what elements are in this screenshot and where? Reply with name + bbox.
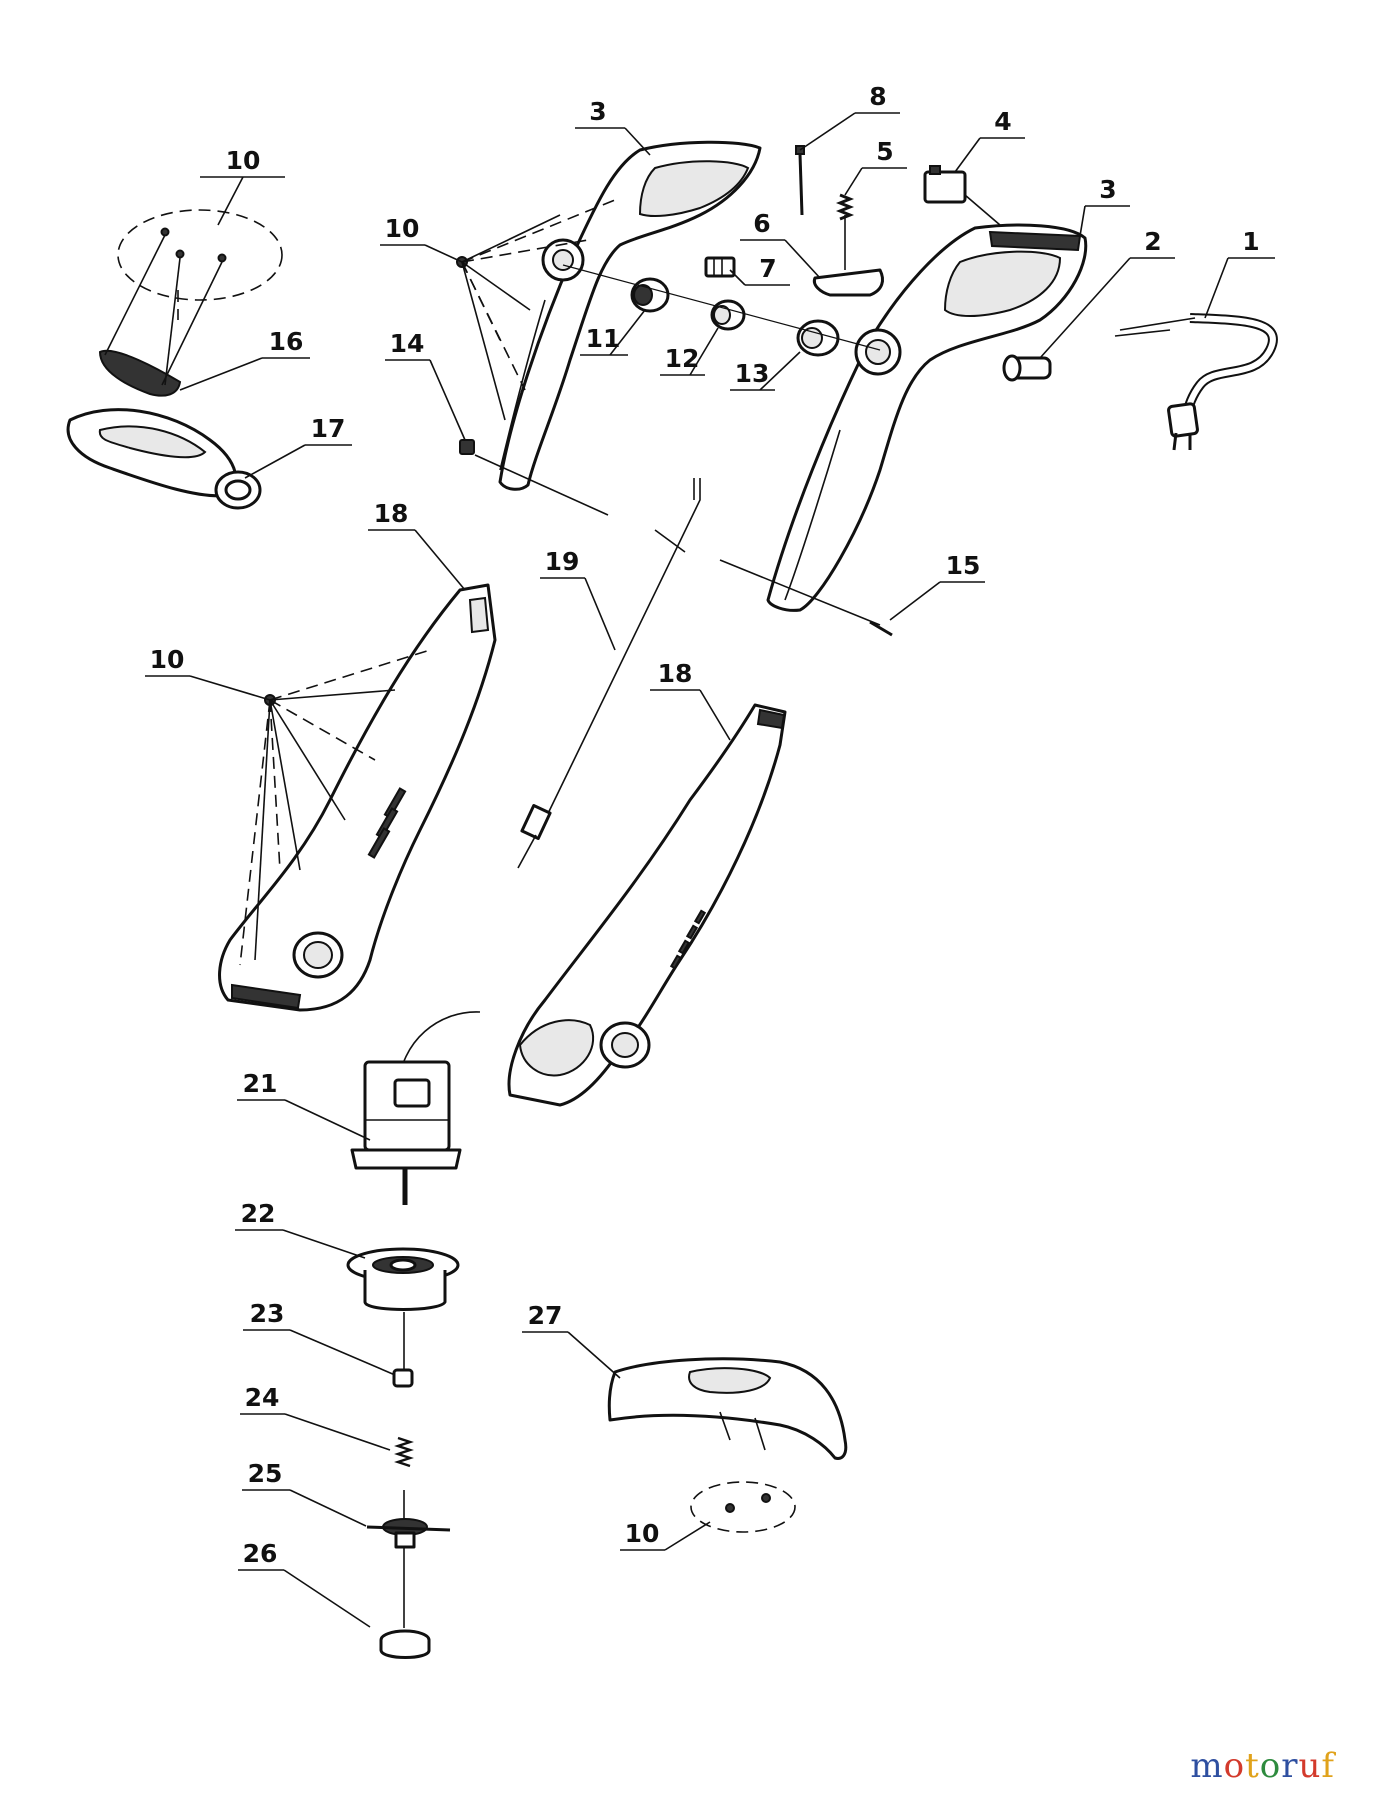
- spool-spring-part: [394, 1436, 414, 1468]
- spool-cover-part: [379, 1547, 431, 1659]
- callout-11: 11: [586, 324, 621, 353]
- spring-part: [835, 193, 855, 270]
- callout-10-aux: 10: [226, 146, 261, 175]
- callout-21: 21: [243, 1069, 278, 1098]
- fan-part: [346, 1247, 460, 1311]
- callout-12: 12: [665, 344, 700, 373]
- spool-part: [366, 1490, 451, 1549]
- watermark-letter: f: [1321, 1746, 1335, 1786]
- trigger-part: [812, 268, 884, 297]
- bushing-11-part: [630, 277, 670, 313]
- callout-1: 1: [1242, 227, 1259, 256]
- callout-labels: 1 2 3 3 4 5 6 7 8 10 10 10 10 11 12 13 1…: [150, 82, 1260, 1568]
- watermark-logo: motoruf: [1190, 1746, 1335, 1786]
- aux-handle-part: [66, 349, 262, 510]
- screws-group-lower-housing: [239, 649, 431, 966]
- callout-10-lower: 10: [150, 645, 185, 674]
- strain-relief-part: [1002, 354, 1052, 382]
- callout-10-guard: 10: [625, 1519, 660, 1548]
- callout-10-upper: 10: [385, 214, 420, 243]
- screws-group-aux: [104, 209, 283, 386]
- callout-4: 4: [994, 107, 1011, 136]
- leader-lines: [145, 112, 1275, 1628]
- callout-8: 8: [869, 82, 886, 111]
- motor-part: [350, 1011, 481, 1205]
- watermark-letter: r: [1281, 1746, 1299, 1786]
- callout-16: 16: [269, 327, 304, 356]
- power-cable-part: [1114, 313, 1278, 451]
- callout-26: 26: [243, 1539, 278, 1568]
- guard-part: [607, 1357, 848, 1460]
- callout-25: 25: [248, 1459, 283, 1488]
- callout-3-right: 3: [1099, 175, 1116, 204]
- terminal-block-part: [704, 256, 736, 278]
- callout-17: 17: [311, 414, 346, 443]
- screws-group-guard: [690, 1481, 796, 1533]
- bushing-12-part: [710, 299, 746, 331]
- callout-24: 24: [245, 1383, 280, 1412]
- nut-part: [459, 439, 475, 455]
- cable-tie-part: [795, 145, 805, 216]
- callout-18-left: 18: [374, 499, 409, 528]
- callout-5: 5: [876, 137, 893, 166]
- handle-half-right-part: [766, 223, 1088, 612]
- lower-housing-left-part: [218, 583, 497, 1012]
- callout-27: 27: [528, 1301, 563, 1330]
- spool-nut-part: [392, 1312, 414, 1388]
- callout-19: 19: [545, 547, 580, 576]
- watermark-letter: m: [1190, 1746, 1224, 1786]
- callout-15: 15: [946, 551, 981, 580]
- switch-part: [923, 165, 1001, 226]
- watermark-letter: o: [1259, 1746, 1282, 1786]
- callout-18-right: 18: [658, 659, 693, 688]
- callout-7: 7: [759, 254, 776, 283]
- callout-3-left: 3: [589, 97, 606, 126]
- bushing-13-part: [796, 319, 840, 357]
- lower-housing-right-part: [507, 703, 787, 1107]
- callout-6: 6: [753, 209, 770, 238]
- callout-23: 23: [250, 1299, 285, 1328]
- callout-2: 2: [1144, 227, 1161, 256]
- callout-14: 14: [390, 329, 425, 358]
- handle-half-left-part: [498, 140, 762, 491]
- internal-cable-part: [517, 478, 701, 869]
- watermark-letter: t: [1245, 1746, 1260, 1786]
- watermark-letter: o: [1223, 1746, 1246, 1786]
- screw-15-part: [869, 620, 893, 637]
- watermark-letter: u: [1298, 1746, 1322, 1786]
- screws-group-upper-handle: [456, 199, 881, 626]
- callout-22: 22: [241, 1199, 276, 1228]
- callout-13: 13: [735, 359, 770, 388]
